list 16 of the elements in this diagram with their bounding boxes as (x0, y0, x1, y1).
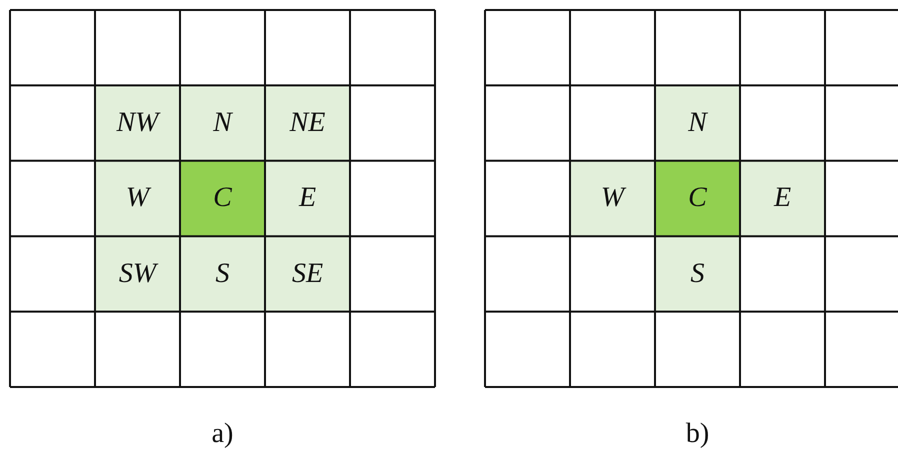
center-cell: C (655, 160, 740, 236)
neighbor-cell: SE (265, 236, 350, 312)
neighbor-cell: NW (95, 85, 180, 161)
neighbor-cell: S (180, 236, 265, 312)
neighbor-cell: W (95, 160, 180, 236)
neighbor-cell: E (265, 160, 350, 236)
panel-label: b) (686, 418, 710, 450)
neighbor-cell: NE (265, 85, 350, 161)
neighbor-cell: E (740, 160, 825, 236)
panel-label: a) (212, 418, 234, 450)
center-cell: C (180, 160, 265, 236)
neighbor-cell: S (655, 236, 740, 312)
neighbor-cell: N (180, 85, 265, 161)
neighbor-cell: SW (95, 236, 180, 312)
neighbor-cell: W (570, 160, 655, 236)
neighbor-cell: N (655, 85, 740, 161)
